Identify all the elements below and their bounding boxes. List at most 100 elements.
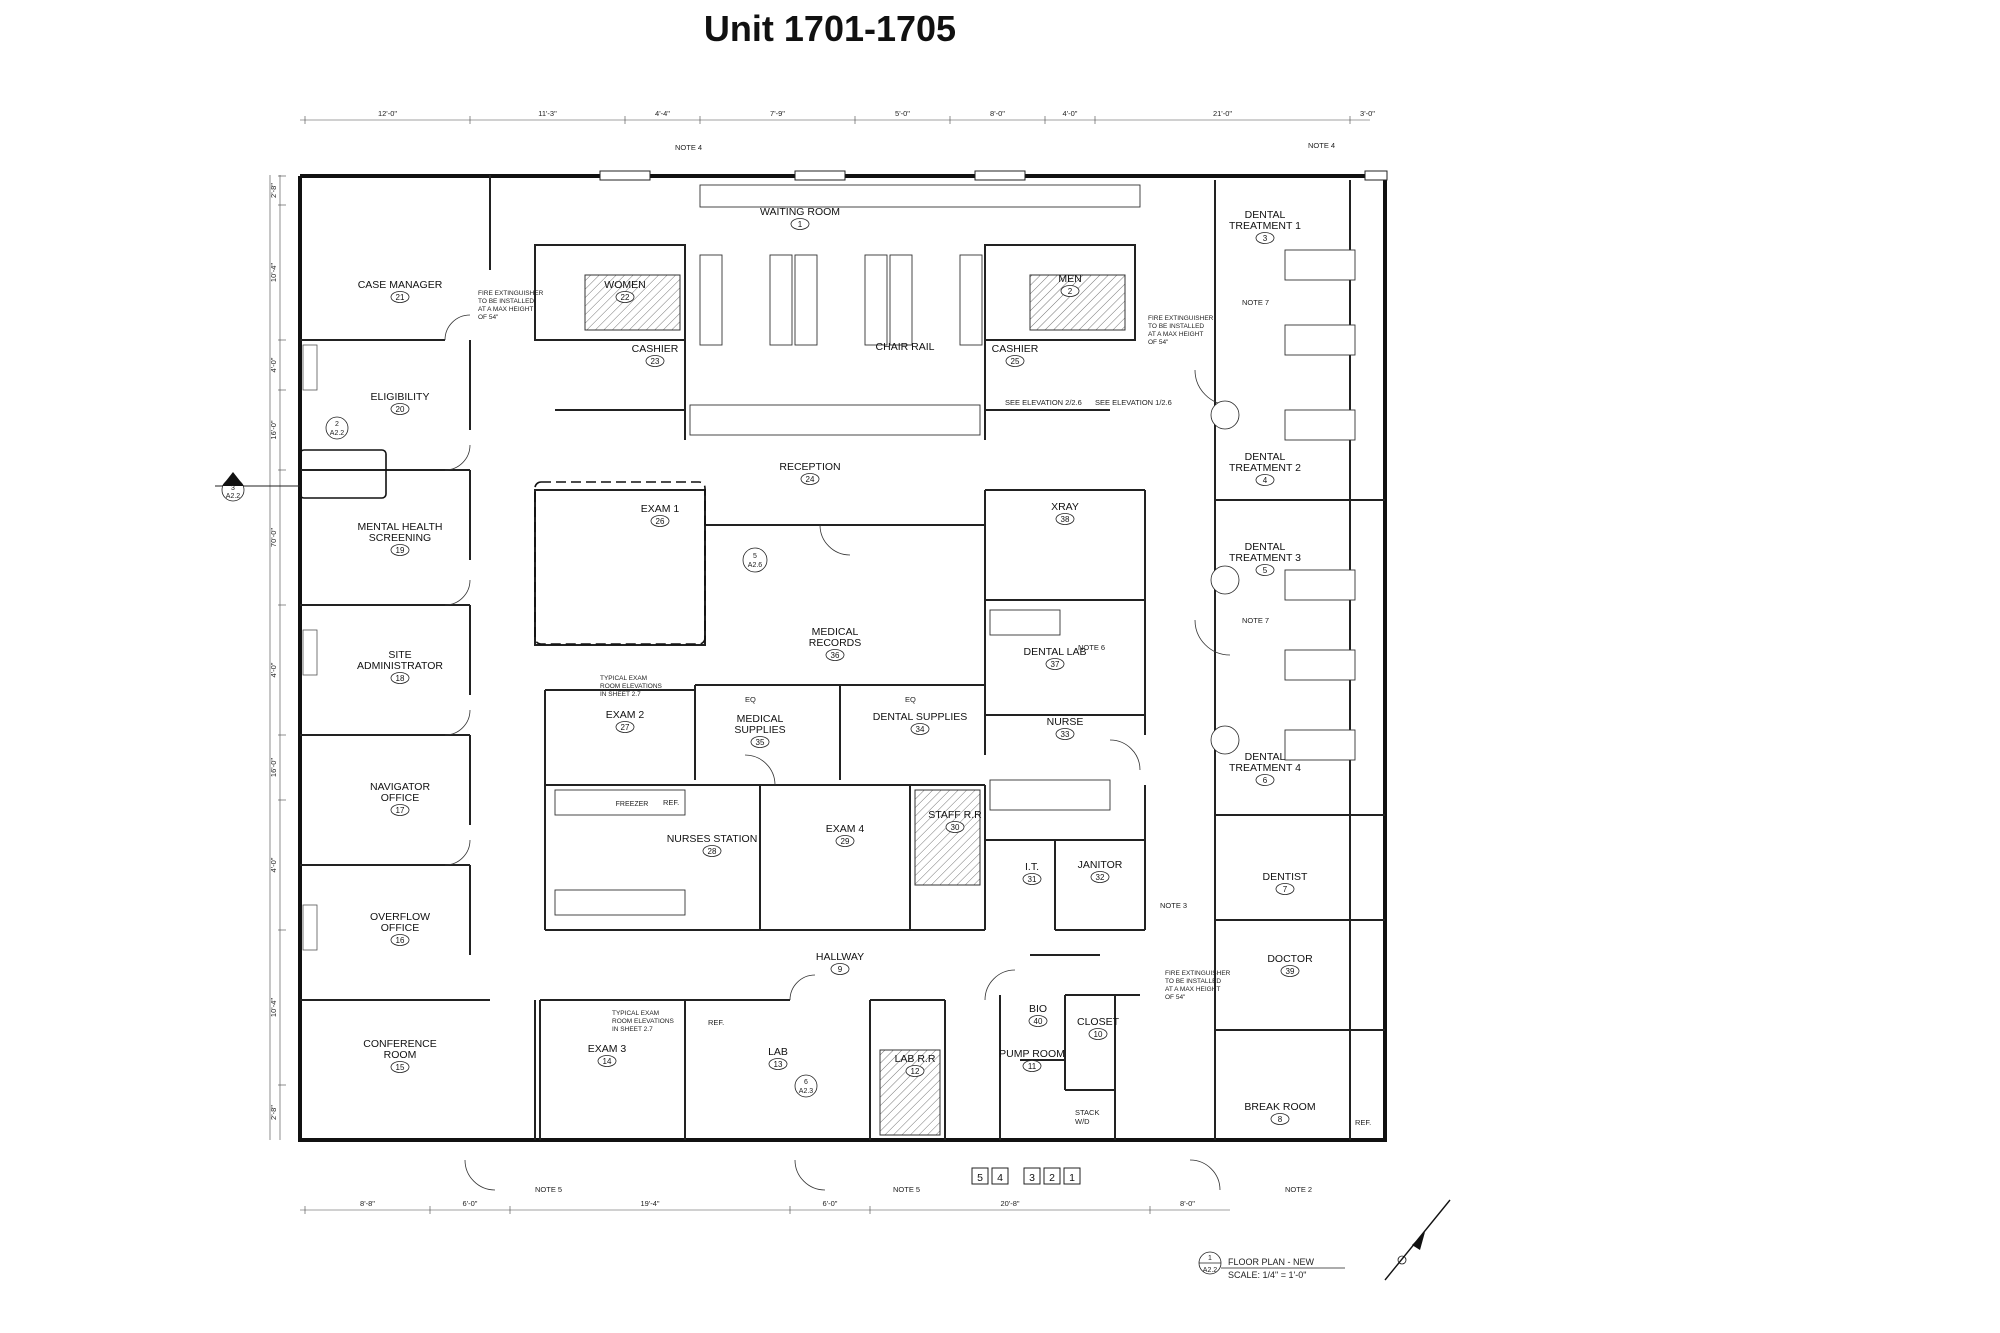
door-box-number: 4	[997, 1172, 1003, 1184]
room-label: PUMP ROOM	[999, 1048, 1065, 1060]
dimension-text: 11'-3"	[538, 109, 557, 118]
note7-label: NOTE 7	[1242, 298, 1269, 307]
stack-wd-label: W/D	[1075, 1117, 1090, 1126]
room-number-bubble	[1022, 873, 1042, 885]
freezer-label: FREEZER	[616, 801, 649, 808]
misc-labels: CHAIR RAIL REF. REF. REF. FREEZER EQ EQ …	[535, 141, 1371, 1194]
room-number-bubble	[390, 934, 410, 946]
dimension-text: 4'-0"	[1063, 109, 1078, 118]
room-number-bubble	[650, 515, 670, 527]
elev-marker2-num: 6	[804, 1079, 808, 1086]
room-number: 10	[1094, 1030, 1103, 1039]
room-number-bubble	[702, 845, 722, 857]
room-number-bubble	[800, 473, 820, 485]
room-number-bubble	[790, 218, 810, 230]
room-number-bubble	[1022, 1060, 1042, 1072]
dimension-text: 4'-0"	[269, 857, 278, 872]
room-label: LAB R.R	[895, 1053, 936, 1065]
door-box	[991, 1167, 1009, 1185]
room-label: SUPPLIES	[734, 724, 785, 736]
legend-sheet: A2.2	[1203, 1267, 1218, 1274]
room-number: 17	[396, 806, 405, 815]
room-number: 7	[1283, 885, 1288, 894]
room-number: 3	[1263, 234, 1268, 243]
room-number: 16	[396, 936, 405, 945]
room-number-bubble	[615, 291, 635, 303]
room-number: 29	[841, 837, 850, 846]
typical-exam-note: TYPICAL EXAM	[600, 675, 647, 682]
room-number-bubble	[835, 835, 855, 847]
room-number: 22	[621, 293, 630, 302]
room-number: 32	[1096, 873, 1105, 882]
room-label: DENTAL LAB	[1023, 646, 1086, 658]
room-dental-lab: DENTAL LAB 37	[1023, 646, 1087, 670]
room-label: ADMINISTRATOR	[357, 660, 443, 672]
door-box	[1023, 1167, 1041, 1185]
dimension-text: 19'-4"	[640, 1199, 659, 1208]
room-number: 15	[396, 1063, 405, 1072]
chair-rail-label: CHAIR RAIL	[876, 341, 935, 353]
room-number-bubble	[1255, 474, 1275, 486]
room-number-bubble	[1090, 871, 1110, 883]
room-number-bubble	[830, 963, 850, 975]
room-number-bubble	[1045, 658, 1065, 670]
columns	[1210, 400, 1240, 755]
room-label: XRAY	[1051, 501, 1079, 513]
room-label: EXAM 4	[826, 823, 865, 835]
room-label: TREATMENT 3	[1229, 552, 1301, 564]
door-box-number: 2	[1049, 1172, 1055, 1184]
north-arrow-icon	[1384, 1199, 1451, 1281]
fire-extinguisher-note: AT A MAX HEIGHT	[1148, 331, 1203, 338]
legend-title: FLOOR PLAN - NEW	[1228, 1257, 1315, 1267]
room-label: EXAM 1	[641, 503, 680, 515]
room-label: SCREENING	[369, 532, 431, 544]
exterior-walls	[298, 170, 1388, 1142]
room-label: WAITING ROOM	[760, 206, 840, 218]
door-box	[1063, 1167, 1081, 1185]
room-number: 31	[1028, 875, 1037, 884]
fire-extinguisher-note: TO BE INSTALLED	[478, 298, 534, 305]
room-label: TREATMENT 2	[1229, 462, 1301, 474]
room-number: 40	[1034, 1017, 1043, 1026]
room-number: 20	[396, 405, 405, 414]
room-number-bubble	[1275, 883, 1295, 895]
room-label: DENTIST	[1263, 871, 1309, 883]
room-number: 2	[1068, 287, 1073, 296]
room-number-bubble	[1028, 1015, 1048, 1027]
typical-exam-note: IN SHEET 2.7	[612, 1026, 653, 1033]
room-number: 12	[911, 1067, 920, 1076]
typical-exam-note: ROOM ELEVATIONS	[600, 683, 663, 690]
left-office-walls	[300, 175, 536, 1140]
room-number: 35	[756, 738, 765, 747]
dimension-text: 16'-0"	[269, 420, 278, 439]
typical-exam-note: IN SHEET 2.7	[600, 691, 641, 698]
room-number-bubble	[1060, 285, 1080, 297]
room-number: 4	[1263, 476, 1268, 485]
room-number: 27	[621, 723, 630, 732]
room-number: 37	[1051, 660, 1060, 669]
room-number: 6	[1263, 776, 1268, 785]
room-number: 8	[1278, 1115, 1283, 1124]
room-number-bubble	[1055, 728, 1075, 740]
dimension-text: 7'-9"	[770, 109, 785, 118]
elev-marker-num: 5	[753, 553, 757, 560]
dimension-text: 8'-8"	[360, 1199, 375, 1208]
room-label: DENTAL	[1245, 209, 1286, 221]
dimension-text: 6'-0"	[463, 1199, 478, 1208]
room-label: TREATMENT 1	[1229, 220, 1301, 232]
stack-wd-label: STACK	[1075, 1108, 1099, 1117]
room-number: 13	[774, 1060, 783, 1069]
door-box	[1043, 1167, 1061, 1185]
